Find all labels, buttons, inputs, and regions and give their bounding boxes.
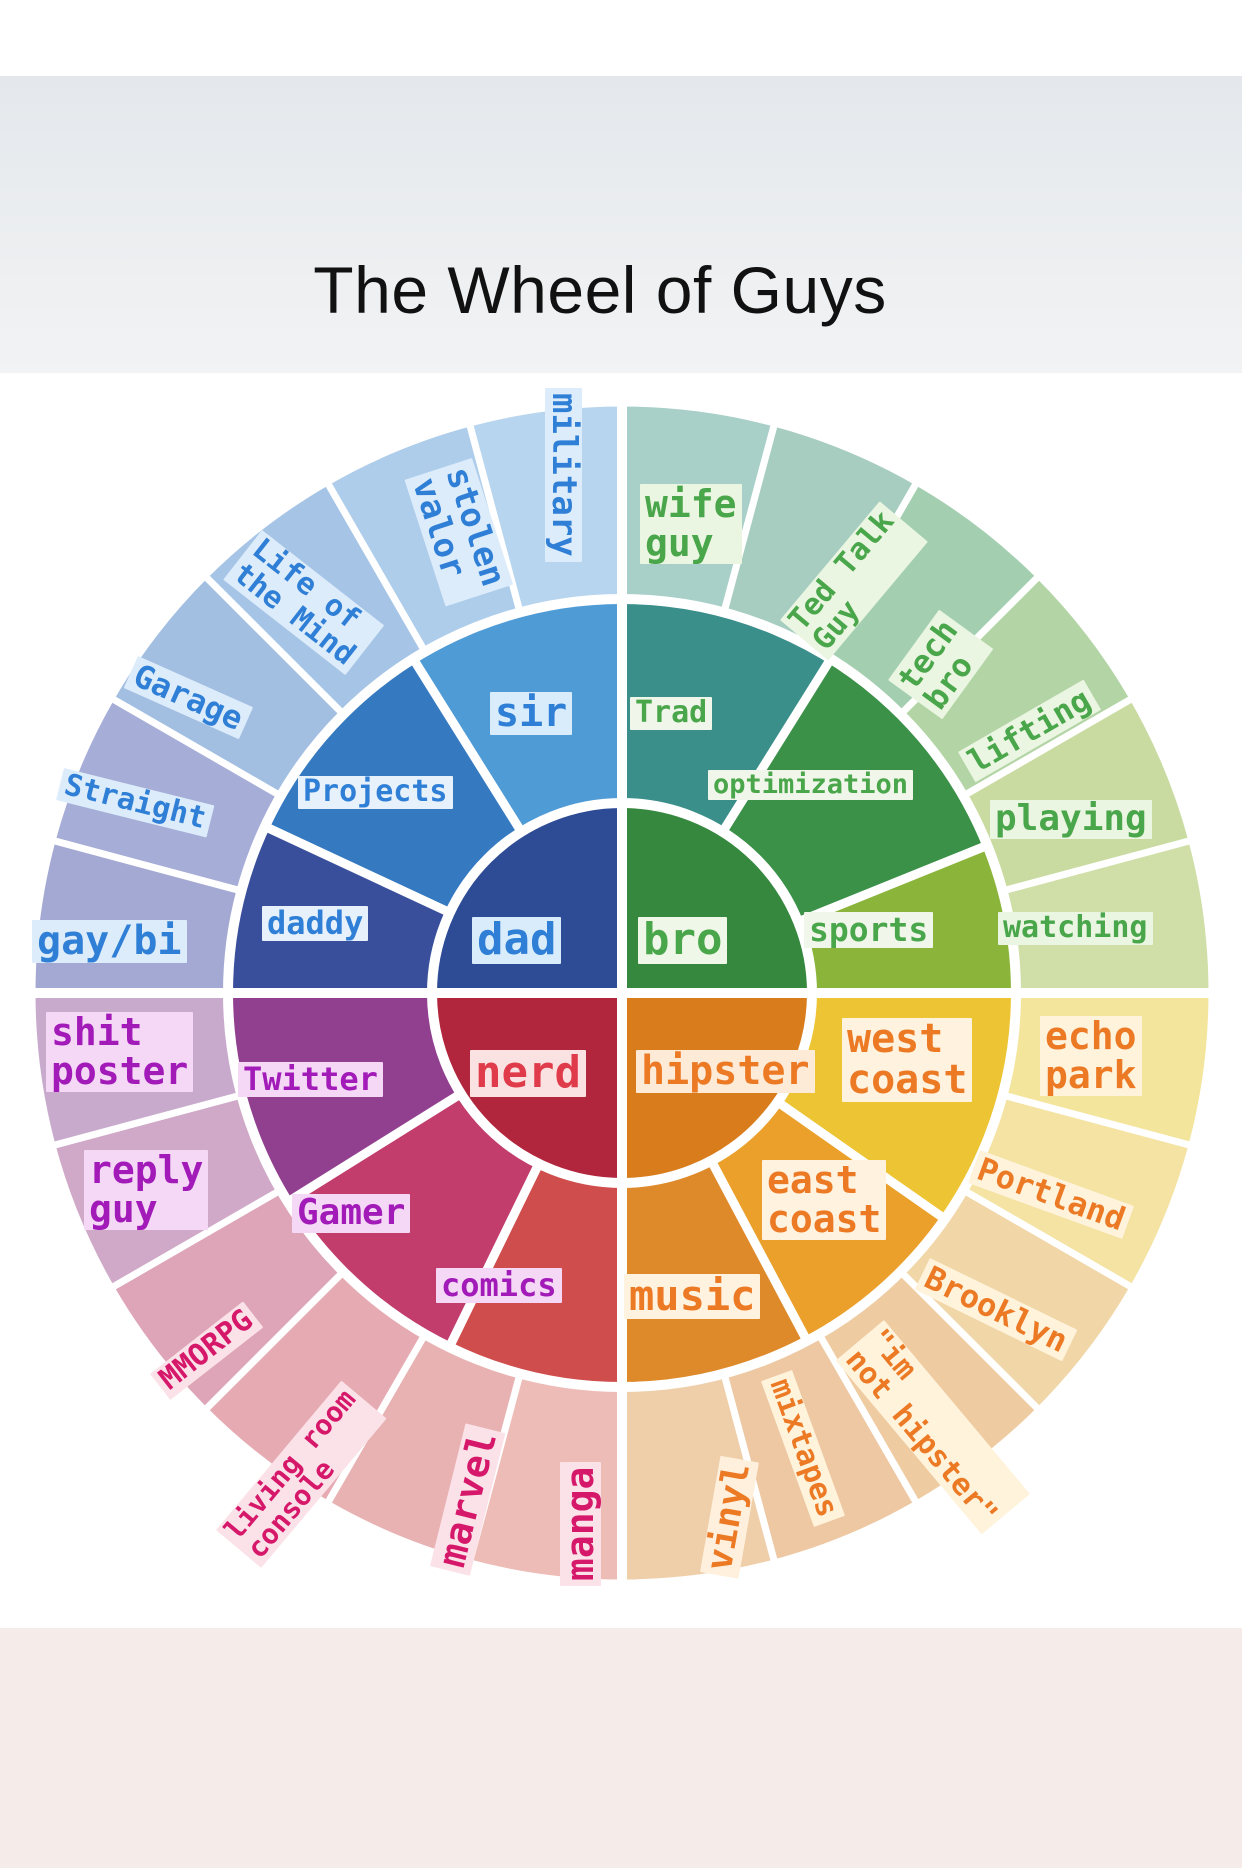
middle-label-optimization: optimization	[708, 770, 914, 800]
middle-label-sports: sports	[804, 912, 934, 948]
middle-ring-border	[223, 594, 1021, 1392]
inner-ring-border	[427, 798, 817, 1188]
middle-label-sir: sir	[490, 692, 573, 735]
middle-label-west-coast: west coast	[842, 1018, 973, 1102]
page-title: The Wheel of Guys	[313, 253, 887, 327]
outer-label-reply-guy: reply guy	[84, 1150, 209, 1230]
outer-label-playing: playing	[990, 800, 1152, 839]
outer-label-shit-poster: shit poster	[46, 1012, 194, 1092]
core-label-dad: dad	[472, 917, 562, 964]
middle-label-music: music	[624, 1274, 761, 1319]
middle-label-comics: comics	[436, 1268, 562, 1303]
outer-label-gay-bi: gay/bi	[32, 920, 187, 963]
outer-label-military: military	[544, 388, 584, 562]
middle-label-daddy: daddy	[262, 906, 369, 941]
core-label-hipster: hipster	[636, 1050, 815, 1093]
footer-band	[0, 1628, 1242, 1868]
middle-label-east-coast: east coast	[762, 1160, 887, 1240]
middle-label-projects: Projects	[298, 776, 453, 809]
outer-label-wife-guy: wife guy	[640, 484, 742, 564]
core-label-bro: bro	[638, 917, 728, 964]
middle-label-trad: Trad	[630, 697, 713, 730]
outer-label-manga: manga	[558, 1461, 602, 1586]
middle-label-twitter: Twitter	[238, 1062, 383, 1097]
outer-label-watching: watching	[998, 912, 1153, 945]
outer-label-echo-park: echo park	[1040, 1016, 1142, 1096]
header-band	[0, 76, 1242, 373]
middle-label-gamer: Gamer	[292, 1194, 411, 1233]
core-label-nerd: nerd	[470, 1050, 586, 1097]
